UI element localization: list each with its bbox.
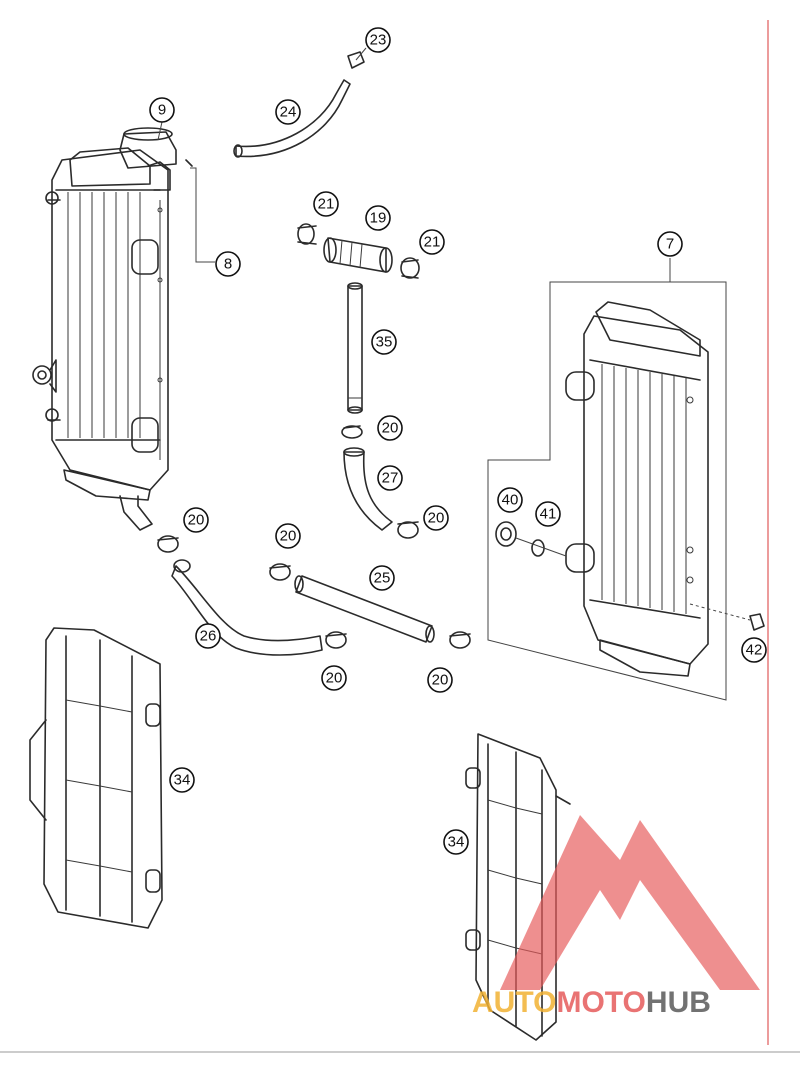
callout-24: 24 — [275, 99, 301, 125]
callout-label: 40 — [502, 492, 519, 509]
callout-label: 42 — [746, 642, 763, 659]
callout-21-right: 21 — [419, 229, 445, 255]
callout-label: 27 — [382, 470, 399, 487]
callout-27: 27 — [377, 465, 403, 491]
callout-label: 20 — [280, 528, 297, 545]
callout-label: 9 — [158, 102, 166, 119]
hose-clamp-20-lower-left — [157, 535, 179, 553]
callout-20-bottom-right: 20 — [427, 667, 453, 693]
watermark-part-moto: MOTO — [556, 986, 645, 1019]
coolant-hose-25 — [294, 575, 435, 643]
callout-label: 20 — [326, 670, 343, 687]
callout-20-bottom-left: 20 — [321, 665, 347, 691]
washer-41 — [531, 539, 545, 557]
callout-20-lower-left: 20 — [183, 507, 209, 533]
coolant-pipe — [347, 282, 363, 414]
hose-clamp-21-right — [400, 257, 420, 279]
callout-label: 20 — [188, 512, 205, 529]
callout-9: 9 — [149, 97, 175, 123]
callout-label: 19 — [370, 210, 387, 227]
hose-clamp-20-right — [397, 521, 419, 539]
callout-19: 19 — [365, 205, 391, 231]
callout-label: 25 — [374, 570, 391, 587]
hose-clamp-20-bottom-left — [325, 631, 347, 649]
grommet-40 — [495, 521, 517, 547]
right-radiator-fins — [601, 364, 687, 614]
callout-7: 7 — [657, 231, 683, 257]
left-radiator — [32, 147, 171, 531]
left-radiator-fins — [67, 192, 141, 438]
watermark-triangle-logo — [500, 815, 760, 990]
callout-label: 26 — [200, 628, 217, 645]
callout-20-upper: 20 — [377, 415, 403, 441]
callout-20-right: 20 — [423, 505, 449, 531]
bolt-42 — [689, 603, 765, 631]
hose-clamp-20-upper — [341, 425, 363, 439]
callout-label: 7 — [666, 236, 674, 253]
callout-label: 21 — [318, 196, 335, 213]
right-radiator — [565, 301, 709, 677]
coolant-hose-26 — [171, 559, 323, 656]
hose-clamp-21-left — [297, 223, 317, 245]
callout-label: 8 — [224, 256, 232, 273]
callout-label: 41 — [540, 506, 557, 523]
callout-label: 20 — [432, 672, 449, 689]
callout-34-right: 34 — [443, 829, 469, 855]
callout-label: 20 — [382, 420, 399, 437]
callout-26: 26 — [195, 623, 221, 649]
watermark-part-auto: AUTO — [472, 986, 556, 1019]
automotohub-watermark: AUTOMOTOHUB — [472, 815, 760, 1019]
hose-clamp-20-bottom-right — [449, 631, 471, 649]
callout-8: 8 — [215, 251, 241, 277]
callout-20-middle: 20 — [275, 523, 301, 549]
callout-40: 40 — [497, 487, 523, 513]
callout-23: 23 — [365, 27, 391, 53]
radiator-cap — [119, 127, 193, 169]
callout-label: 24 — [280, 104, 297, 121]
callout-25: 25 — [369, 565, 395, 591]
callout-label: 21 — [424, 234, 441, 251]
bleed-screw — [347, 47, 367, 69]
callout-34-left: 34 — [169, 767, 195, 793]
right-radiator-bracket — [487, 258, 727, 701]
overflow-hose — [233, 79, 351, 158]
radiator-shroud-left — [29, 627, 163, 929]
t-piece-connector — [323, 237, 393, 273]
hose-clamp-20-middle — [269, 563, 291, 581]
callout-35: 35 — [371, 329, 397, 355]
callout-label: 34 — [448, 834, 465, 851]
callout-41: 41 — [535, 501, 561, 527]
coolant-hose-27 — [343, 447, 393, 531]
watermark-part-hub: HUB — [646, 986, 711, 1019]
callout-21-left: 21 — [313, 191, 339, 217]
callout-label: 23 — [370, 32, 387, 49]
watermark-text: AUTOMOTOHUB — [472, 986, 711, 1019]
callout-label: 20 — [428, 510, 445, 527]
callout-42: 42 — [741, 637, 767, 663]
callout-label: 35 — [376, 334, 393, 351]
callout-label: 34 — [174, 772, 191, 789]
